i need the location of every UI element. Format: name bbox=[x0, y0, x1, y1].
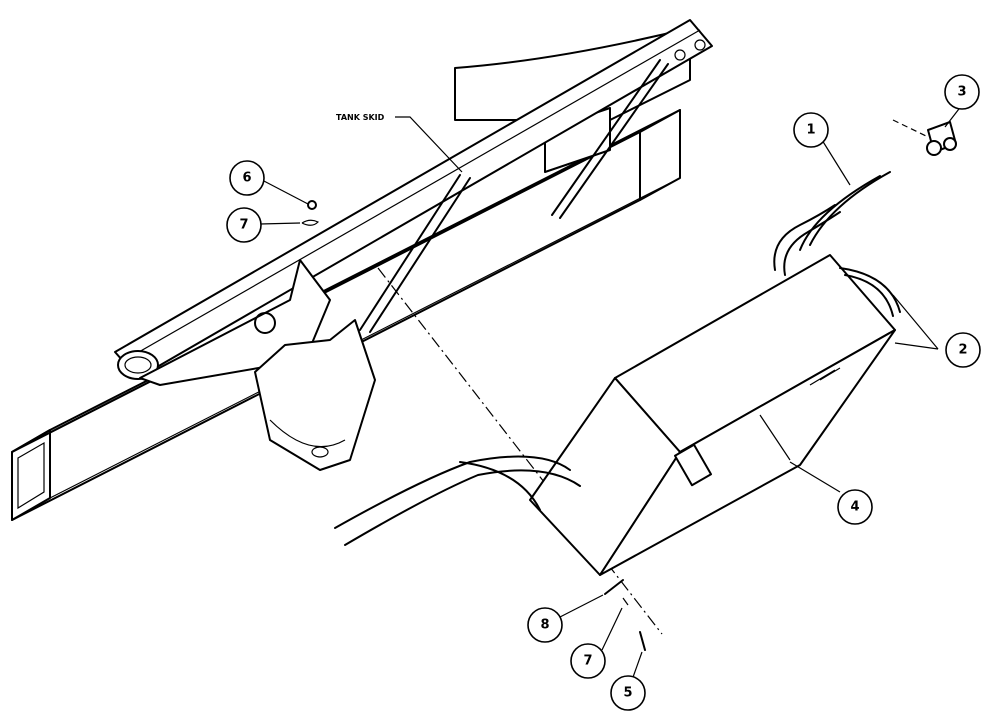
callout-6: 6 bbox=[229, 160, 265, 196]
callout-7-upper: 7 bbox=[226, 207, 262, 243]
tee-fitting bbox=[926, 121, 957, 156]
hydraulic-tank bbox=[529, 254, 896, 576]
callout-4-text: 4 bbox=[850, 500, 859, 515]
callout-5: 5 bbox=[610, 675, 646, 711]
callout-1: 1 bbox=[793, 112, 829, 148]
skid-straps bbox=[359, 59, 669, 333]
callout-1-text: 1 bbox=[806, 123, 815, 138]
callout-7-lower-text: 7 bbox=[583, 654, 592, 669]
hardware bbox=[301, 200, 646, 651]
callout-6-text: 6 bbox=[242, 171, 251, 186]
callout-4: 4 bbox=[837, 489, 873, 525]
tank-skid bbox=[114, 19, 713, 380]
callout-8: 8 bbox=[527, 607, 563, 643]
callout-3-text: 3 bbox=[957, 85, 966, 100]
tank-skid-label: TANK SKID bbox=[336, 113, 463, 173]
front-bracket bbox=[139, 259, 376, 471]
callout-7-upper-text: 7 bbox=[239, 218, 248, 233]
tank-saddle-rear bbox=[454, 27, 691, 173]
leader-lines bbox=[259, 104, 963, 681]
callout-3: 3 bbox=[944, 74, 980, 110]
callout-8-text: 8 bbox=[540, 618, 549, 633]
callout-2: 2 bbox=[945, 332, 981, 368]
callout-2-text: 2 bbox=[958, 343, 967, 358]
assembly-centerline bbox=[377, 267, 663, 635]
hose-assembly bbox=[334, 171, 901, 546]
callout-7-lower: 7 bbox=[570, 643, 606, 679]
fitting-centerline bbox=[892, 119, 927, 137]
callout-5-text: 5 bbox=[623, 686, 632, 701]
tank-skid-label-text: TANK SKID bbox=[336, 113, 385, 122]
